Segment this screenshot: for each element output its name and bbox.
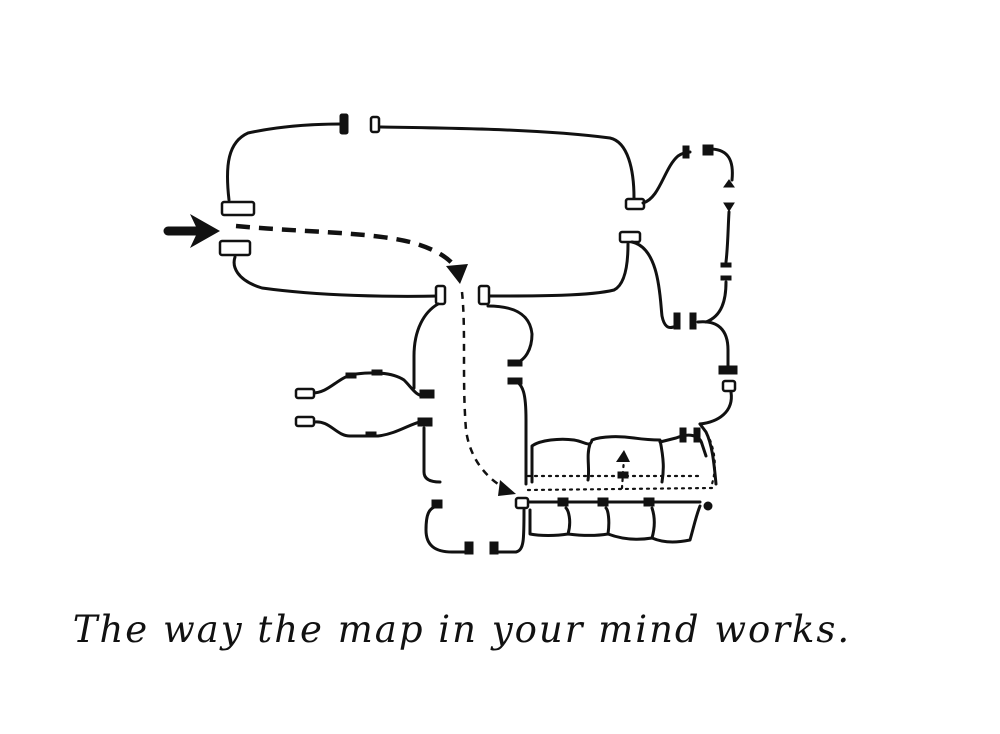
door-right-chain-6 — [720, 275, 732, 281]
thought-path-grid-rise — [620, 456, 626, 490]
door-center-right — [477, 284, 491, 306]
grid-bottom-row-wall — [528, 504, 702, 544]
grid-top-row-divider-1 — [586, 442, 592, 482]
left-room-upper-wall — [310, 371, 426, 398]
top-loop-outer-wall — [225, 122, 344, 202]
door-right-chain-3 — [723, 179, 735, 188]
door-corridor-1 — [431, 499, 443, 509]
door-left-upper — [294, 387, 316, 400]
door-right-chain-8 — [689, 312, 697, 330]
door-corridor-3 — [489, 541, 499, 555]
thought-path-main — [235, 223, 461, 274]
caption: The way the map in your mind works. — [72, 608, 852, 651]
door-top-right — [369, 115, 381, 134]
entry-arrow-icon — [163, 214, 220, 248]
door-right-chain-10 — [721, 379, 737, 393]
door-right-chain-7 — [673, 312, 681, 330]
thought-path-grid-arrowhead — [616, 450, 630, 462]
door-corridor-2 — [464, 541, 474, 555]
door-left-room-3 — [365, 431, 377, 438]
top-loop-bottom-left-wall — [232, 255, 442, 298]
door-left-room-2 — [371, 369, 383, 376]
corridor-left-wall-mid — [422, 426, 442, 484]
corridor-left-wall-upper — [412, 302, 440, 390]
door-left-room-5 — [417, 417, 433, 427]
right-chain-inner-wall — [630, 240, 678, 330]
left-room-lower-wall — [312, 420, 422, 438]
corridor-left-wall-lower — [424, 504, 468, 554]
right-chain-lower-wall — [704, 280, 728, 324]
right-chain-bottom-wall — [698, 390, 733, 426]
door-center-left — [434, 284, 447, 306]
door-grid-4 — [679, 427, 687, 443]
door-left-room-1 — [345, 372, 357, 379]
door-grid-1 — [557, 497, 569, 507]
door-grid-2 — [597, 497, 609, 507]
corridor-right-wall-lower — [510, 378, 528, 486]
grid-top-row-wall — [530, 435, 665, 484]
door-grid-5 — [693, 427, 701, 443]
door-corridor-4 — [507, 359, 523, 367]
door-right-chain-4 — [723, 202, 735, 212]
door-right-lower — [618, 230, 642, 244]
door-corridor-5 — [507, 377, 523, 385]
top-loop-bottom-right-wall — [488, 242, 630, 298]
right-chain-link-wall — [696, 320, 730, 368]
top-loop-top-wall — [378, 125, 636, 200]
right-chain-upper-wall — [641, 150, 692, 205]
thought-path-grid-lower — [526, 486, 714, 492]
door-entry-lower — [218, 239, 252, 257]
door-top-left — [339, 113, 349, 135]
door-right-chain-5 — [720, 262, 732, 268]
corridor-bottom-wall — [490, 508, 526, 554]
door-left-room-4 — [419, 389, 435, 399]
grid-right-wall — [698, 422, 718, 486]
door-right-upper — [624, 197, 646, 211]
door-grid-entry — [514, 496, 530, 510]
right-chain-vertical-wall — [724, 210, 731, 264]
door-grid-6 — [703, 501, 713, 511]
door-entry-upper — [220, 200, 256, 217]
door-right-chain-9 — [718, 365, 738, 375]
thought-path-grid-right — [708, 438, 716, 486]
door-right-chain-1 — [682, 145, 690, 159]
thought-path-corridor — [460, 291, 509, 492]
door-left-lower — [294, 415, 316, 428]
corridor-right-wall-upper — [486, 304, 534, 366]
door-grid-3 — [643, 497, 655, 507]
thought-path-corridor-arrowhead — [498, 480, 516, 496]
thought-path-arrowhead — [446, 264, 468, 284]
right-chain-outer-wall — [710, 147, 734, 182]
